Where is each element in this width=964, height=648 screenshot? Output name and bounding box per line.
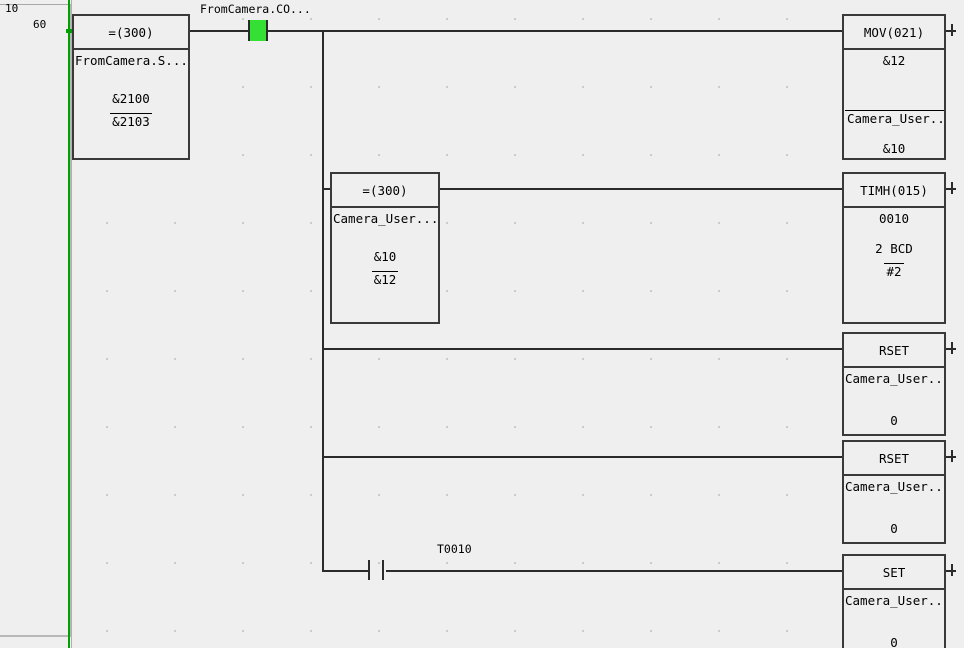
- operand-0: Camera_User....: [845, 593, 944, 608]
- contact-bar-right: [382, 560, 384, 580]
- contact-label-t0010: T0010: [437, 542, 472, 556]
- block-rset-2[interactable]: RSET Camera_User.... 0: [842, 440, 946, 544]
- block-rset-1[interactable]: RSET Camera_User.... 0: [842, 332, 946, 436]
- block-operands: FromCamera.S... &2100 &2103: [74, 50, 188, 158]
- operand-1: Camera_User....: [845, 110, 944, 126]
- operand-2-wrap: &2103: [74, 113, 188, 130]
- block-instruction-name: =(300): [332, 174, 438, 208]
- wire-bus-to-rset1: [322, 348, 842, 350]
- block-instruction-name: RSET: [844, 334, 944, 368]
- operand-1: 0: [890, 521, 898, 536]
- block-operands: &12 Camera_User.... &10: [844, 50, 944, 158]
- operand-0: Camera_User....: [845, 479, 944, 494]
- operand-2: #2: [884, 263, 904, 279]
- block-operands: Camera_User.... 0: [844, 368, 944, 434]
- wire-contact-to-mov: [266, 30, 842, 32]
- wire-bus-to-rset2: [322, 456, 842, 458]
- operand-1: 0: [890, 635, 898, 648]
- operand-1: &2100: [112, 91, 150, 106]
- wire-t0010-to-set: [386, 570, 842, 572]
- block-mov-021[interactable]: MOV(021) &12 Camera_User.... &10: [842, 14, 946, 160]
- wire-cmp2-to-timh: [440, 188, 842, 190]
- gutter-frame: [0, 4, 71, 637]
- operand-2: &2103: [110, 113, 152, 129]
- left-rail-connection-stub: [66, 29, 74, 33]
- block-instruction-name: RSET: [844, 442, 944, 476]
- operand-2: &12: [371, 271, 399, 287]
- operand-0: 0010: [878, 211, 910, 226]
- block-instruction-name: MOV(021): [844, 16, 944, 50]
- operand-1: 2 BCD: [875, 241, 913, 256]
- block-set-1[interactable]: SET Camera_User.... 0: [842, 554, 946, 648]
- rail-nub-rset2: [951, 450, 953, 462]
- block-instruction-name: SET: [844, 556, 944, 590]
- wire-block1-to-contact: [190, 30, 250, 32]
- contact-t0010[interactable]: [368, 560, 386, 580]
- contact-from-camera-co[interactable]: [248, 20, 268, 41]
- operand-2-wrap: #2: [844, 263, 944, 280]
- operand-2: &10: [882, 141, 906, 156]
- block-operands: 0010 2 BCD #2: [844, 208, 944, 322]
- rail-nub-mov: [951, 24, 953, 36]
- block-timh-015[interactable]: TIMH(015) 0010 2 BCD #2: [842, 172, 946, 324]
- program-number: 10: [5, 2, 19, 15]
- step-number: 60: [33, 18, 47, 31]
- operand-1: 0: [890, 413, 898, 428]
- rail-nub-timh: [951, 182, 953, 194]
- block-instruction-name: TIMH(015): [844, 174, 944, 208]
- rail-nub-rset1: [951, 342, 953, 354]
- block-cmp-fromcamera[interactable]: =(300) FromCamera.S... &2100 &2103: [72, 14, 190, 160]
- block-operands: Camera_User.... 0: [844, 590, 944, 648]
- rail-nub-set: [951, 564, 953, 576]
- operand-0: Camera_User....: [333, 211, 438, 226]
- operand-0: FromCamera.S...: [75, 53, 188, 68]
- operand-0: &12: [882, 53, 906, 68]
- left-power-rail: [68, 0, 70, 648]
- rung-number-gutter: 10 60: [0, 0, 72, 648]
- contact-bar-left: [368, 560, 370, 580]
- operand-2-wrap: &12: [332, 271, 438, 288]
- block-operands: Camera_User.... 0: [844, 476, 944, 542]
- block-cmp-camera-user[interactable]: =(300) Camera_User.... &10 &12: [330, 172, 440, 324]
- branch-vertical-bus: [322, 30, 324, 572]
- block-operands: Camera_User.... &10 &12: [332, 208, 438, 322]
- wire-bus-to-t0010: [322, 570, 368, 572]
- contact-label-from-camera-co: FromCamera.CO...: [200, 2, 311, 16]
- diagram-canvas[interactable]: FromCamera.CO... T0010 =(300) FromCamera…: [72, 0, 964, 648]
- operand-0: Camera_User....: [845, 371, 944, 386]
- block-instruction-name: =(300): [74, 16, 188, 50]
- operand-1-wrap: Camera_User....: [844, 110, 944, 127]
- operand-1: &10: [373, 249, 397, 264]
- wire-bus-to-cmp2: [322, 188, 332, 190]
- grid-dots: [72, 0, 964, 648]
